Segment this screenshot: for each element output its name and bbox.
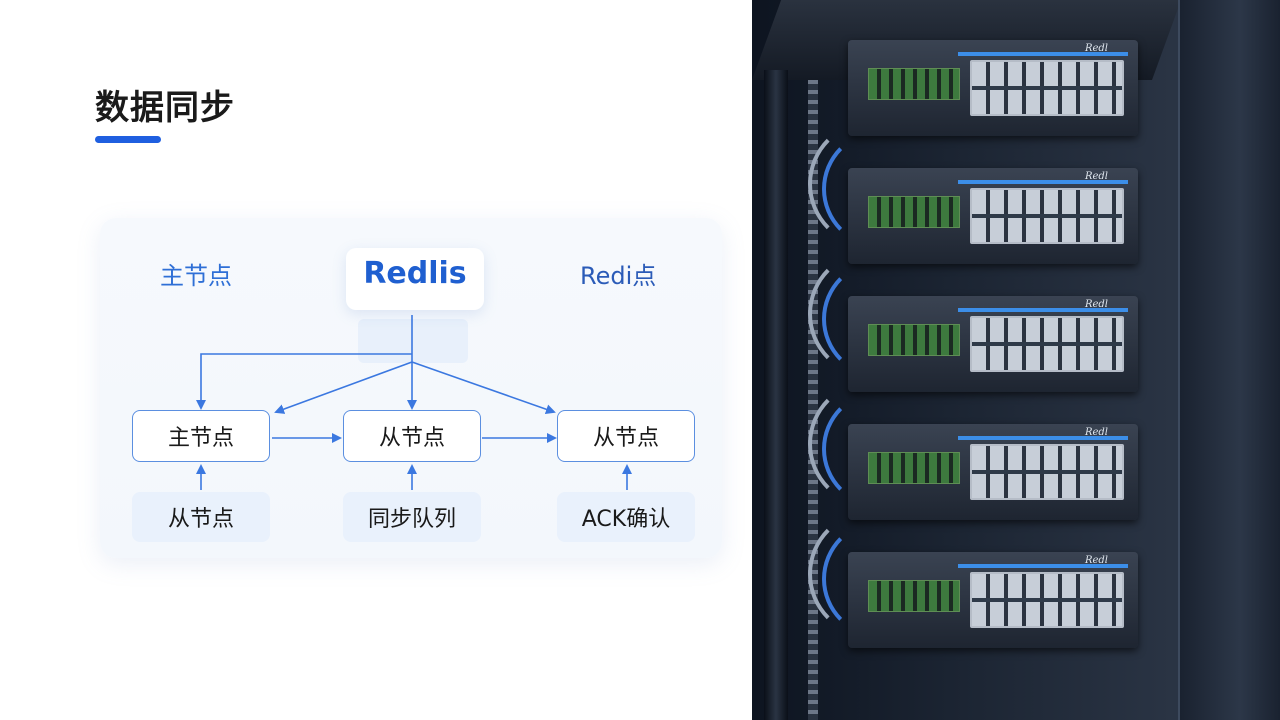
rack-brand-label: Redl (1084, 555, 1108, 566)
rack-brand-label: Redl (1084, 427, 1108, 438)
node-slave-2: 从节点 (557, 410, 695, 462)
rack-rail (808, 80, 818, 720)
top-label-center: Redlis (363, 256, 467, 291)
sub-node-slave: 从节点 (132, 492, 270, 542)
rack-brand-label: Redl (1084, 299, 1108, 310)
arrow-redis-to-node1 (196, 353, 412, 410)
cable (822, 130, 940, 248)
redis-card-shadow (358, 319, 468, 363)
arrow-redis-to-node3 (411, 361, 556, 415)
top-label-left: 主节点 (160, 262, 232, 290)
node-slave-1: 从节点 (343, 410, 481, 462)
top-label-right: Redi点 (580, 262, 657, 290)
rack-post (764, 70, 788, 720)
cable (808, 250, 936, 378)
cable (808, 510, 936, 638)
title-underline (95, 136, 161, 143)
cable (808, 380, 936, 508)
rack-side-door (1178, 0, 1280, 720)
cable (822, 520, 940, 638)
cable (808, 120, 936, 248)
rack-brand-label: Redl (1084, 171, 1108, 182)
cable (822, 390, 940, 508)
rack-unit: Redl (848, 40, 1138, 136)
page-title: 数据同步 (95, 88, 235, 128)
rack-brand-label: Redl (1084, 43, 1108, 54)
cable (822, 260, 940, 378)
redis-card (346, 248, 484, 310)
sub-node-sync-queue: 同步队列 (343, 492, 481, 542)
node-master: 主节点 (132, 410, 270, 462)
arrow-redis-to-node1-diag (274, 361, 413, 414)
server-rack-image: Redl Redl Redl Redl Redl (752, 0, 1280, 720)
sub-node-ack: ACK确认 (557, 492, 695, 542)
